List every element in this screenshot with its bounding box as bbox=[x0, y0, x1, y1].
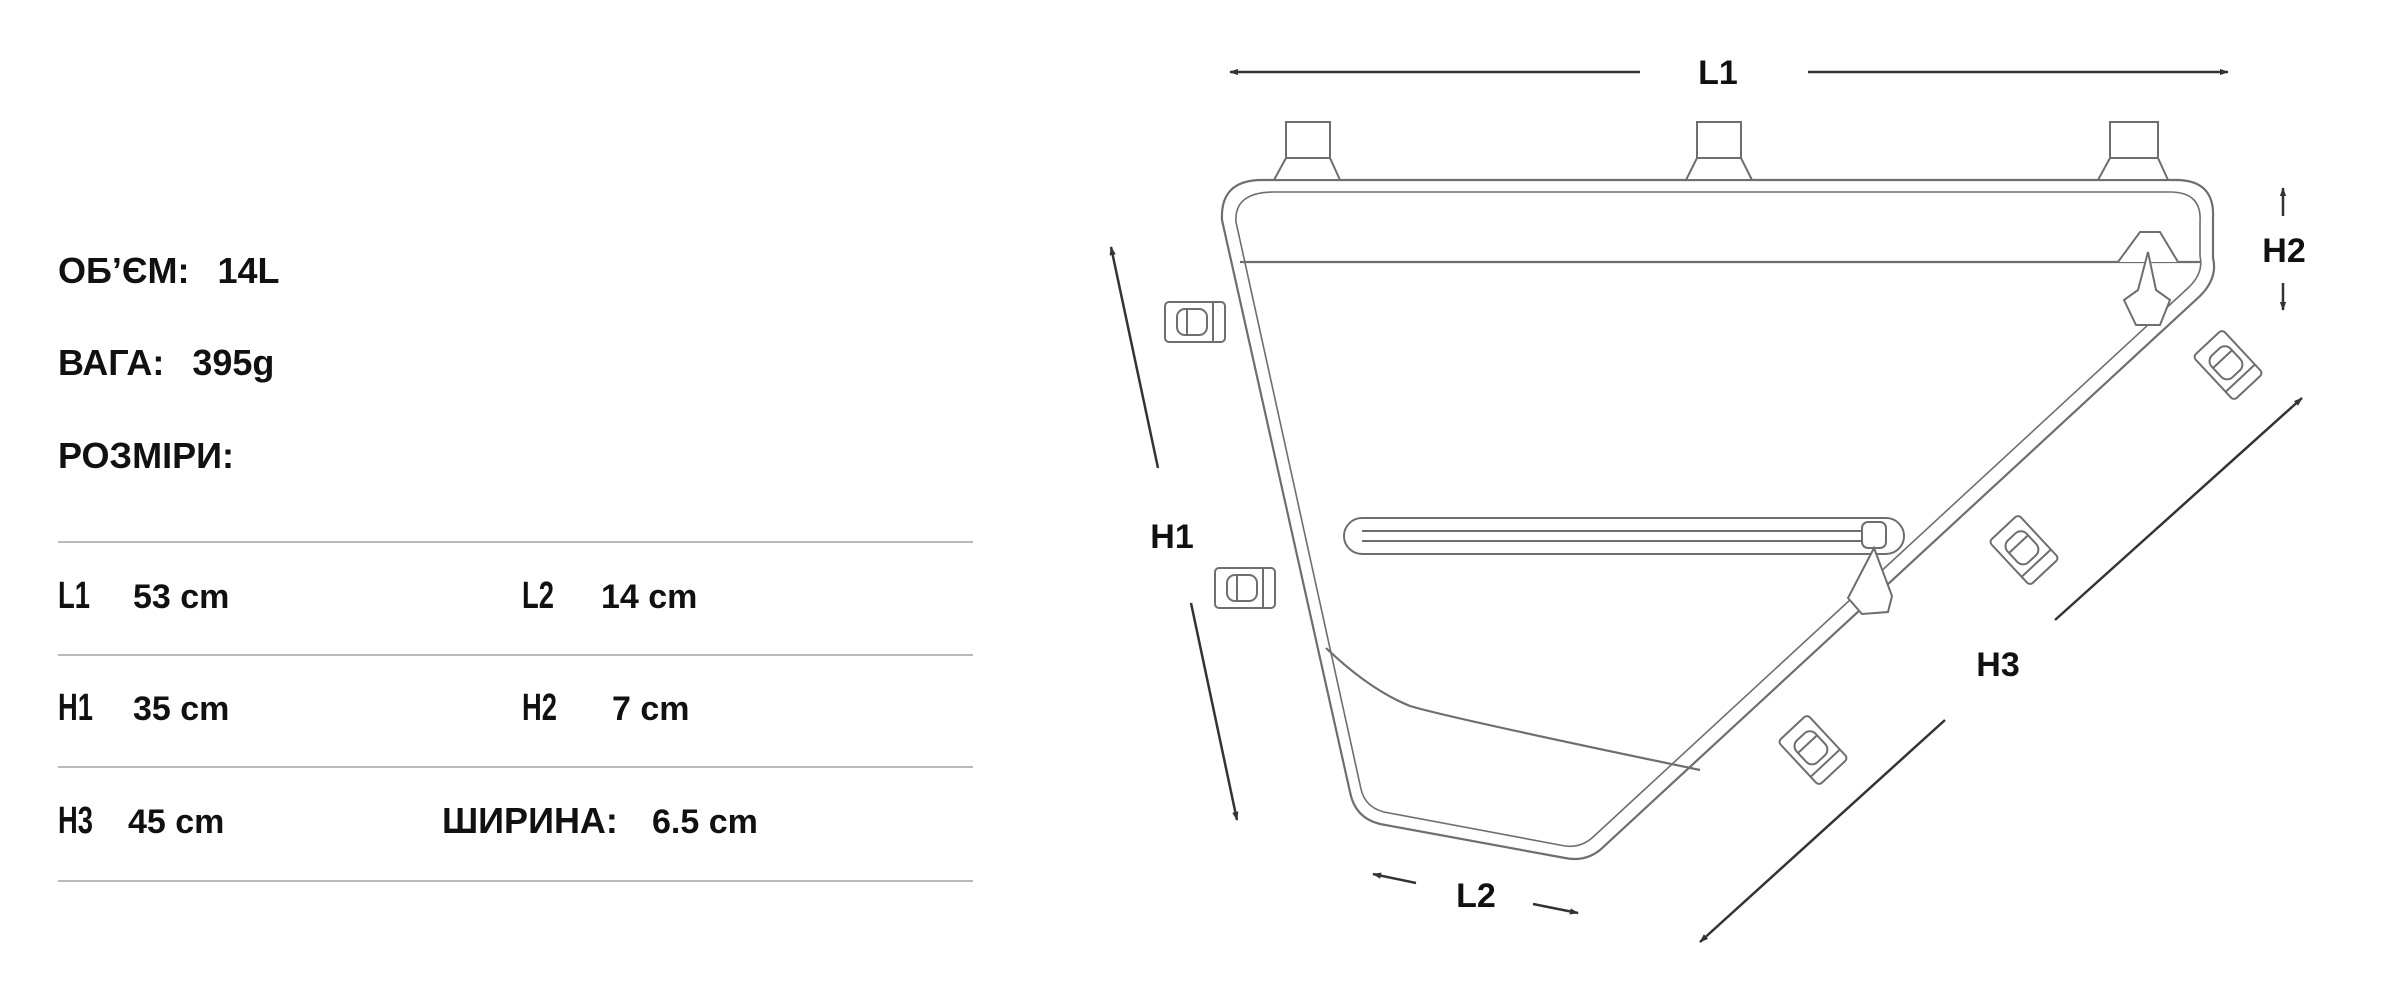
table-divider bbox=[58, 766, 973, 768]
table-divider bbox=[58, 880, 973, 882]
left-buckle bbox=[1164, 301, 1226, 343]
h3-arrow-down bbox=[1699, 719, 1946, 943]
width-value: 6.5 cm bbox=[652, 803, 758, 841]
dimension-code-h2: H2 bbox=[522, 687, 557, 729]
dimension-arrows bbox=[1109, 68, 2303, 943]
bag-outline bbox=[1220, 178, 2216, 861]
table-divider bbox=[58, 654, 973, 656]
volume-spec: ОБ’ЄМ: 14L bbox=[58, 250, 280, 292]
zipper-pull-icon bbox=[2117, 231, 2179, 326]
top-strap bbox=[2096, 121, 2170, 181]
dimension-value-h2: 7 cm bbox=[612, 690, 690, 728]
dimensions-title: РОЗМІРИ: bbox=[58, 435, 234, 476]
weight-spec: ВАГА: 395g bbox=[58, 342, 274, 384]
right-buckle bbox=[1776, 713, 1850, 787]
l2-label: L2 bbox=[1456, 877, 1496, 915]
dimension-code-l2: L2 bbox=[522, 575, 554, 617]
h1-label: H1 bbox=[1150, 518, 1193, 556]
dimension-value-l2: 14 cm bbox=[601, 578, 698, 616]
h3-label: H3 bbox=[1976, 646, 2019, 684]
weight-value: 395g bbox=[192, 342, 275, 383]
h1-arrow-down bbox=[1189, 602, 1239, 821]
dimension-code-l1: L1 bbox=[58, 575, 90, 617]
l2-arrow-right bbox=[1532, 902, 1579, 915]
dimension-value-h3: 45 cm bbox=[128, 803, 225, 841]
table-divider bbox=[58, 541, 973, 543]
h2-label: H2 bbox=[2262, 232, 2305, 270]
top-strap bbox=[1272, 121, 1342, 181]
l1-label: L1 bbox=[1698, 54, 1738, 92]
volume-label: ОБ’ЄМ: bbox=[58, 250, 190, 291]
left-buckle bbox=[1214, 567, 1276, 609]
width-label: ШИРИНА: bbox=[442, 800, 618, 841]
dimension-value-h1: 35 cm bbox=[133, 690, 230, 728]
dimension-code-h1: H1 bbox=[58, 687, 93, 729]
pocket-zipper bbox=[1343, 517, 1905, 616]
l2-arrow-left bbox=[1372, 872, 1417, 885]
volume-value: 14L bbox=[217, 250, 280, 291]
dimension-value-l1: 53 cm bbox=[133, 578, 230, 616]
right-buckle bbox=[2191, 328, 2265, 402]
dimension-code-h3: H3 bbox=[58, 800, 93, 842]
right-buckle bbox=[1987, 513, 2061, 587]
h1-arrow-up bbox=[1109, 246, 1160, 469]
h3-arrow-up bbox=[2054, 397, 2303, 621]
top-strap bbox=[1684, 121, 1754, 181]
weight-label: ВАГА: bbox=[58, 342, 165, 383]
